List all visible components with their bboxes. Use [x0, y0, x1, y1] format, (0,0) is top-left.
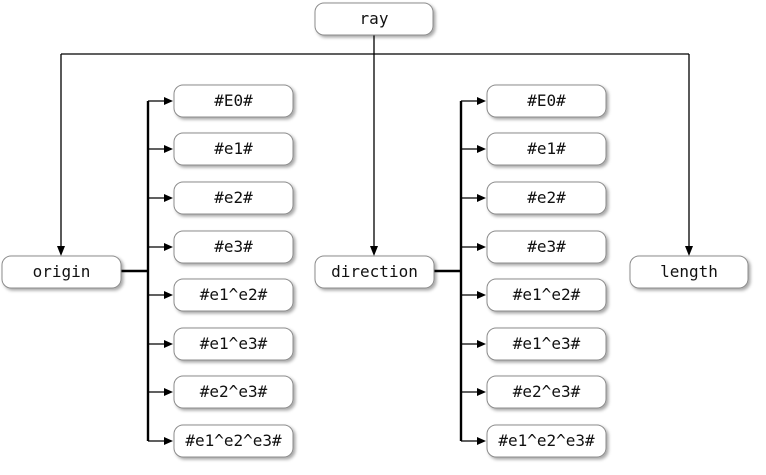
origin-member-node: #E0# — [173, 84, 294, 118]
arrow-to-length — [685, 246, 693, 256]
node-ray: ray — [314, 2, 434, 36]
origin-member-label: #e1^e3# — [200, 334, 268, 353]
origin-member-label: #E0# — [214, 91, 253, 110]
direction-member-node: #e3# — [486, 230, 607, 264]
origin-member-label: #e1^e2# — [200, 285, 268, 304]
origin-member-arrows — [148, 97, 173, 445]
direction-members: #E0# #e1# #e2# #e3# #e1^e2# #e1^e3# #e2^… — [486, 84, 607, 458]
direction-member-label: #e1^e3# — [513, 334, 581, 353]
direction-member-node: #e2^e3# — [486, 375, 607, 409]
origin-member-node: #e2^e3# — [173, 375, 294, 409]
origin-member-label: #e3# — [214, 237, 253, 256]
direction-member-label: #e1# — [527, 139, 566, 158]
origin-member-label: #e2# — [214, 188, 253, 207]
node-origin: origin — [1, 255, 122, 289]
origin-member-node: #e1^e2^e3# — [173, 424, 294, 458]
origin-member-node: #e2# — [173, 181, 294, 215]
direction-member-node: #e1^e3# — [486, 327, 607, 361]
origin-member-node: #e1^e2# — [173, 278, 294, 312]
origin-member-node: #e1^e3# — [173, 327, 294, 361]
direction-member-label: #e2# — [527, 188, 566, 207]
direction-member-node: #e1# — [486, 132, 607, 166]
direction-member-label: #e1^e2^e3# — [498, 431, 595, 450]
node-direction: direction — [314, 255, 435, 289]
origin-member-node: #e3# — [173, 230, 294, 264]
node-length-label: length — [660, 262, 718, 281]
origin-member-label: #e1^e2^e3# — [185, 431, 282, 450]
direction-member-arrows — [461, 97, 486, 445]
origin-member-label: #e1# — [214, 139, 253, 158]
direction-member-label: #e3# — [527, 237, 566, 256]
origin-member-node: #e1# — [173, 132, 294, 166]
arrow-to-direction — [370, 246, 378, 256]
node-length: length — [629, 255, 749, 289]
direction-member-label: #e2^e3# — [513, 382, 581, 401]
arrow-to-origin — [57, 246, 65, 256]
origin-member-label: #e2^e3# — [200, 382, 268, 401]
node-ray-label: ray — [360, 9, 389, 28]
origin-members: #E0# #e1# #e2# #e3# #e1^e2# #e1^e3# #e2^… — [173, 84, 294, 458]
connector-lines — [57, 35, 693, 445]
direction-member-node: #E0# — [486, 84, 607, 118]
direction-member-node: #e2# — [486, 181, 607, 215]
direction-member-label: #e1^e2# — [513, 285, 581, 304]
direction-member-label: #E0# — [527, 91, 566, 110]
node-origin-label: origin — [33, 262, 91, 281]
direction-member-node: #e1^e2^e3# — [486, 424, 607, 458]
node-direction-label: direction — [331, 262, 418, 281]
direction-member-node: #e1^e2# — [486, 278, 607, 312]
